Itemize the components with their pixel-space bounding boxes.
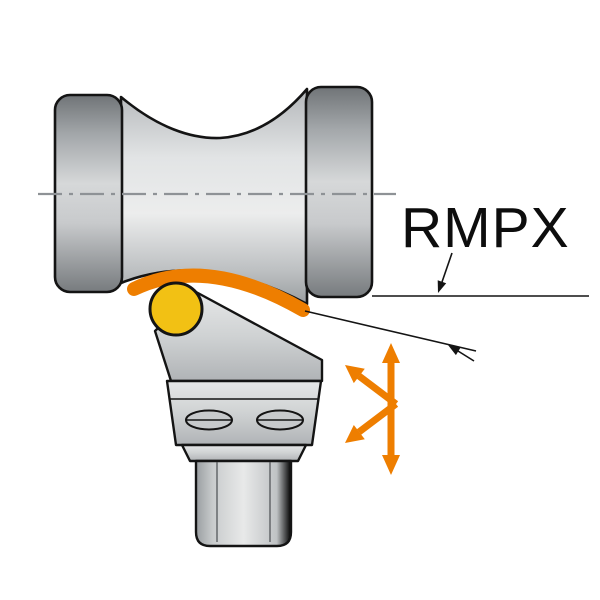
clamp-screw-left xyxy=(185,409,233,431)
feed-arrowhead-down xyxy=(382,455,400,475)
rmpx-label: RMPX xyxy=(401,196,570,260)
holder-collar xyxy=(180,443,308,463)
feed-arrowhead-up xyxy=(382,343,400,363)
feed-arrowhead-upper-left xyxy=(345,365,365,384)
feed-direction-arrows-icon xyxy=(345,343,400,475)
capto-shank xyxy=(194,459,293,548)
ramp-angle-line xyxy=(304,310,477,352)
round-insert-icon xyxy=(148,281,204,337)
clamp-screw-right xyxy=(256,409,304,431)
machined-profile-band xyxy=(127,268,310,317)
feed-arrow-diagonal-up-shaft xyxy=(356,373,399,407)
leader-arrow-to-ramp-line xyxy=(448,345,475,362)
tool-holder xyxy=(153,290,324,548)
workpiece-right-flange xyxy=(304,85,374,299)
feed-arrow-diagonal-down-shaft xyxy=(356,401,399,435)
leader-arrow-to-dimension-line xyxy=(437,252,453,293)
feed-arrowhead-lower-left xyxy=(345,425,365,443)
workpiece xyxy=(38,85,396,306)
